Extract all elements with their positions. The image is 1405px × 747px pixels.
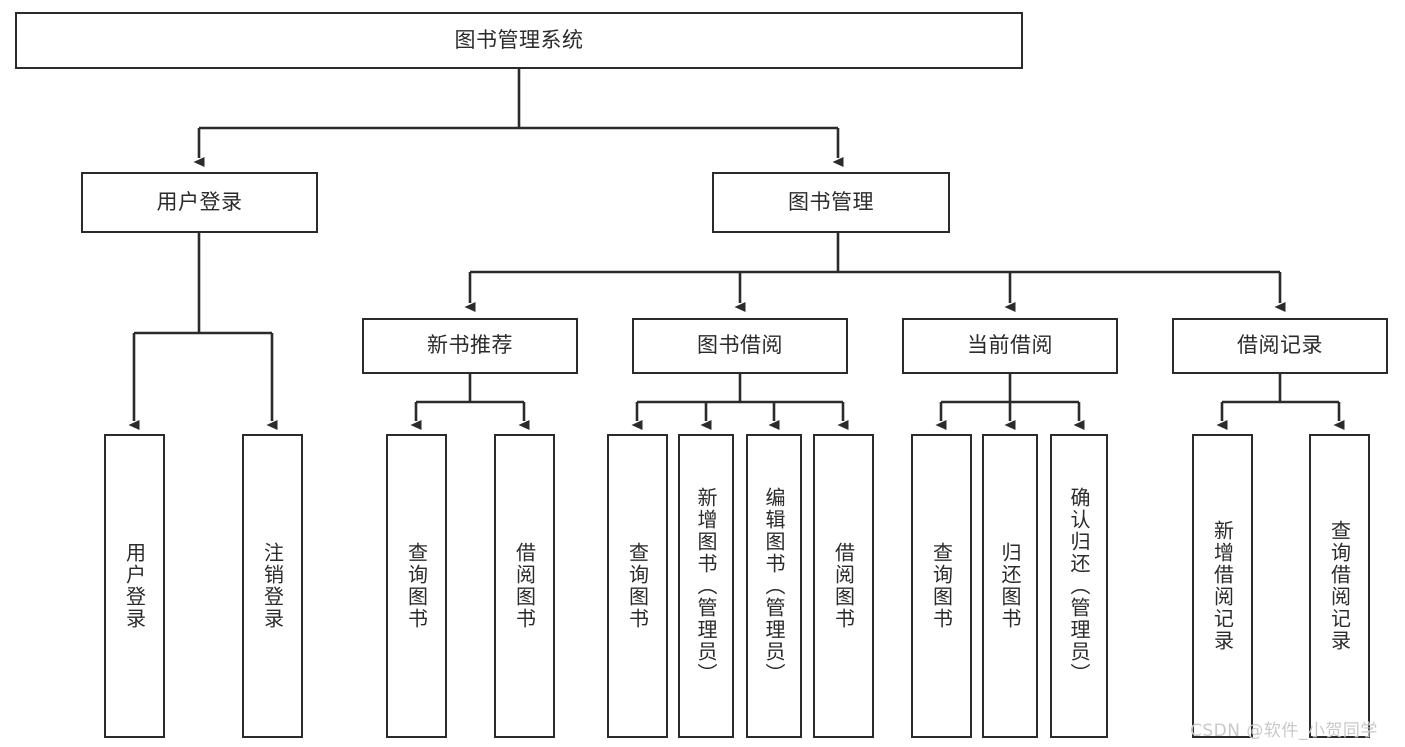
node-leaf-query-borrow-record[interactable]: 查询借阅记录 — [1309, 434, 1370, 738]
edge-group-book-borrow — [631, 374, 849, 430]
node-leaf-add-book-admin[interactable]: 新增图书（管理员） — [678, 434, 734, 738]
node-leaf-query-book-2-label: 查询图书 — [625, 542, 650, 630]
node-book-borrow[interactable]: 图书借阅 — [632, 318, 848, 374]
node-leaf-edit-book-admin-label: 编辑图书（管理员） — [762, 487, 786, 685]
node-leaf-query-book-3[interactable]: 查询图书 — [911, 434, 972, 738]
node-leaf-user-login[interactable]: 用户登录 — [104, 434, 165, 738]
edge-group-book-manage — [464, 233, 1286, 312]
node-leaf-borrow-book-1-label: 借阅图书 — [512, 542, 537, 630]
edge-group-new-book-recommend — [410, 374, 530, 430]
node-leaf-query-book-3-label: 查询图书 — [929, 542, 954, 630]
node-book-borrow-label: 图书借阅 — [697, 333, 783, 358]
node-leaf-query-book-2[interactable]: 查询图书 — [607, 434, 668, 738]
node-leaf-return-book[interactable]: 归还图书 — [982, 434, 1038, 738]
edge-group-current-borrow — [935, 374, 1085, 430]
node-borrow-record-label: 借阅记录 — [1237, 333, 1323, 358]
node-current-borrow[interactable]: 当前借阅 — [902, 318, 1118, 374]
edge-group-root — [193, 69, 844, 167]
node-leaf-add-book-admin-label: 新增图书（管理员） — [694, 487, 718, 685]
node-leaf-confirm-return-admin-label: 确认归还（管理员） — [1067, 487, 1091, 685]
node-leaf-borrow-book-1[interactable]: 借阅图书 — [494, 434, 555, 738]
node-leaf-add-borrow-record-label: 新增借阅记录 — [1210, 520, 1235, 652]
edge-group-borrow-record — [1216, 374, 1345, 430]
node-leaf-logout-login[interactable]: 注销登录 — [242, 434, 303, 738]
node-leaf-logout-login-label: 注销登录 — [260, 542, 285, 630]
node-leaf-borrow-book-2[interactable]: 借阅图书 — [813, 434, 874, 738]
node-root[interactable]: 图书管理系统 — [15, 12, 1023, 69]
node-leaf-add-borrow-record[interactable]: 新增借阅记录 — [1192, 434, 1253, 738]
node-leaf-query-book-1[interactable]: 查询图书 — [386, 434, 447, 738]
node-leaf-confirm-return-admin[interactable]: 确认归还（管理员） — [1050, 434, 1108, 738]
node-leaf-return-book-label: 归还图书 — [998, 542, 1022, 630]
node-root-label: 图书管理系统 — [454, 27, 584, 52]
node-leaf-query-book-1-label: 查询图书 — [404, 542, 429, 630]
node-new-book-recommend-label: 新书推荐 — [427, 333, 513, 358]
node-leaf-borrow-book-2-label: 借阅图书 — [831, 542, 856, 630]
node-book-manage-label: 图书管理 — [788, 189, 874, 214]
node-leaf-user-login-label: 用户登录 — [122, 542, 147, 630]
node-leaf-edit-book-admin[interactable]: 编辑图书（管理员） — [746, 434, 802, 738]
csdn-watermark: CSDN @软件_小贺同学 — [1190, 721, 1378, 741]
node-new-book-recommend[interactable]: 新书推荐 — [362, 318, 578, 374]
node-user-login-label: 用户登录 — [156, 189, 243, 214]
node-user-login[interactable]: 用户登录 — [81, 172, 318, 233]
node-book-manage[interactable]: 图书管理 — [712, 172, 950, 233]
node-leaf-query-borrow-record-label: 查询借阅记录 — [1327, 520, 1352, 652]
node-current-borrow-label: 当前借阅 — [967, 333, 1053, 358]
edge-group-user-login — [128, 233, 278, 430]
node-borrow-record[interactable]: 借阅记录 — [1172, 318, 1388, 374]
